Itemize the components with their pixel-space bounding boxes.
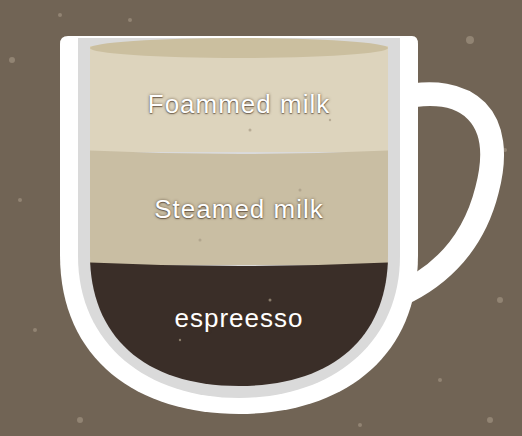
foam-band: Foammed milk — [92, 60, 386, 148]
espresso-band: espreesso — [110, 272, 368, 364]
band-label: Steamed milk — [154, 194, 324, 225]
band-label: Foammed milk — [148, 89, 330, 120]
milk-band: Steamed milk — [92, 160, 386, 258]
band-label: espreesso — [175, 303, 304, 334]
